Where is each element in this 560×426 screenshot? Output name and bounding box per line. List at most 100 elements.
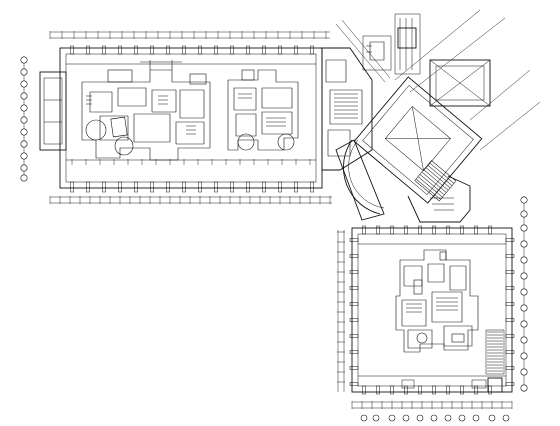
column — [278, 181, 282, 193]
column — [166, 45, 170, 55]
rotunda-wedge — [335, 139, 385, 221]
column — [446, 385, 450, 395]
column — [505, 366, 515, 370]
rw-corner-block — [487, 377, 503, 393]
column — [150, 45, 154, 55]
title-strip-box — [397, 27, 417, 49]
rotunda-curve — [343, 139, 381, 215]
hatched-panel — [485, 329, 505, 375]
stair-tread — [419, 174, 445, 196]
column — [349, 318, 359, 322]
rw-entry-mark — [401, 379, 415, 389]
left-annex-inner — [43, 77, 63, 145]
column — [432, 225, 436, 235]
column — [488, 225, 492, 235]
grid-bubble — [20, 164, 28, 172]
stair-tread — [421, 171, 447, 193]
column — [214, 45, 218, 55]
column — [362, 225, 366, 235]
column — [349, 366, 359, 370]
column — [150, 181, 154, 193]
roof-box-inner — [435, 65, 485, 101]
grid-bubble — [20, 56, 28, 64]
column — [460, 225, 464, 235]
grid-bubble — [520, 320, 528, 328]
unit-a — [81, 60, 211, 161]
column — [376, 385, 380, 395]
connector-wall — [321, 47, 373, 171]
column — [118, 181, 122, 193]
grid-bubble — [520, 368, 528, 376]
stair-tread — [429, 162, 455, 184]
grid-bubble — [488, 414, 496, 422]
grid-bubble — [458, 414, 466, 422]
grid-bubble — [372, 414, 380, 422]
grid-bubble — [444, 414, 452, 422]
left-grid-bubbles — [20, 56, 28, 182]
grid-bubble — [520, 240, 528, 248]
right-wing-columns — [349, 225, 515, 395]
right-wing-left-ticks — [337, 231, 345, 383]
column — [294, 45, 298, 55]
grid-bubble — [20, 104, 28, 112]
grid-bubble — [20, 92, 28, 100]
column — [505, 350, 515, 354]
title-strip — [394, 13, 421, 75]
column — [505, 382, 515, 386]
stair-tread — [425, 167, 451, 189]
right-wing-inner-wall — [357, 233, 507, 387]
column — [262, 45, 266, 55]
radial-grid-3 — [469, 69, 531, 121]
grid-bubble — [402, 414, 410, 422]
column — [446, 225, 450, 235]
grid-bubble — [20, 80, 28, 88]
grid-bubble — [520, 210, 528, 218]
stair-tread — [423, 169, 449, 191]
grid-bubble — [416, 414, 424, 422]
connector-diag-dim-2 — [341, 19, 391, 79]
column — [349, 270, 359, 274]
column — [214, 181, 218, 193]
right-grid-bubbles — [520, 196, 528, 392]
column — [505, 318, 515, 322]
column — [278, 45, 282, 55]
radial-grid-4 — [479, 101, 541, 151]
grid-bubble — [520, 304, 528, 312]
central-rotunda — [335, 9, 541, 223]
column — [474, 385, 478, 395]
column — [310, 181, 314, 193]
column — [432, 385, 436, 395]
hatch-lines — [487, 331, 503, 372]
column — [182, 181, 186, 193]
column — [102, 181, 106, 193]
column — [505, 302, 515, 306]
grid-bubble — [520, 336, 528, 344]
column — [182, 45, 186, 55]
column — [349, 350, 359, 354]
stair-tread — [427, 164, 453, 186]
detail-callout — [362, 35, 392, 71]
column — [505, 238, 515, 242]
column — [349, 238, 359, 242]
column — [294, 181, 298, 193]
column — [505, 334, 515, 338]
left-wing-columns — [70, 45, 314, 193]
column — [418, 225, 422, 235]
column — [349, 254, 359, 258]
column — [390, 225, 394, 235]
grid-bubble — [502, 414, 510, 422]
connector-diag-dim — [335, 23, 386, 83]
grid-bubble — [20, 116, 28, 124]
column — [102, 45, 106, 55]
lobby-inner — [362, 85, 474, 195]
column — [505, 270, 515, 274]
unit-b — [227, 69, 299, 151]
radial-grid — [394, 9, 481, 81]
column — [134, 45, 138, 55]
column — [86, 45, 90, 55]
column — [460, 385, 464, 395]
column — [310, 45, 314, 55]
stair-tread — [415, 178, 441, 200]
column — [246, 181, 250, 193]
